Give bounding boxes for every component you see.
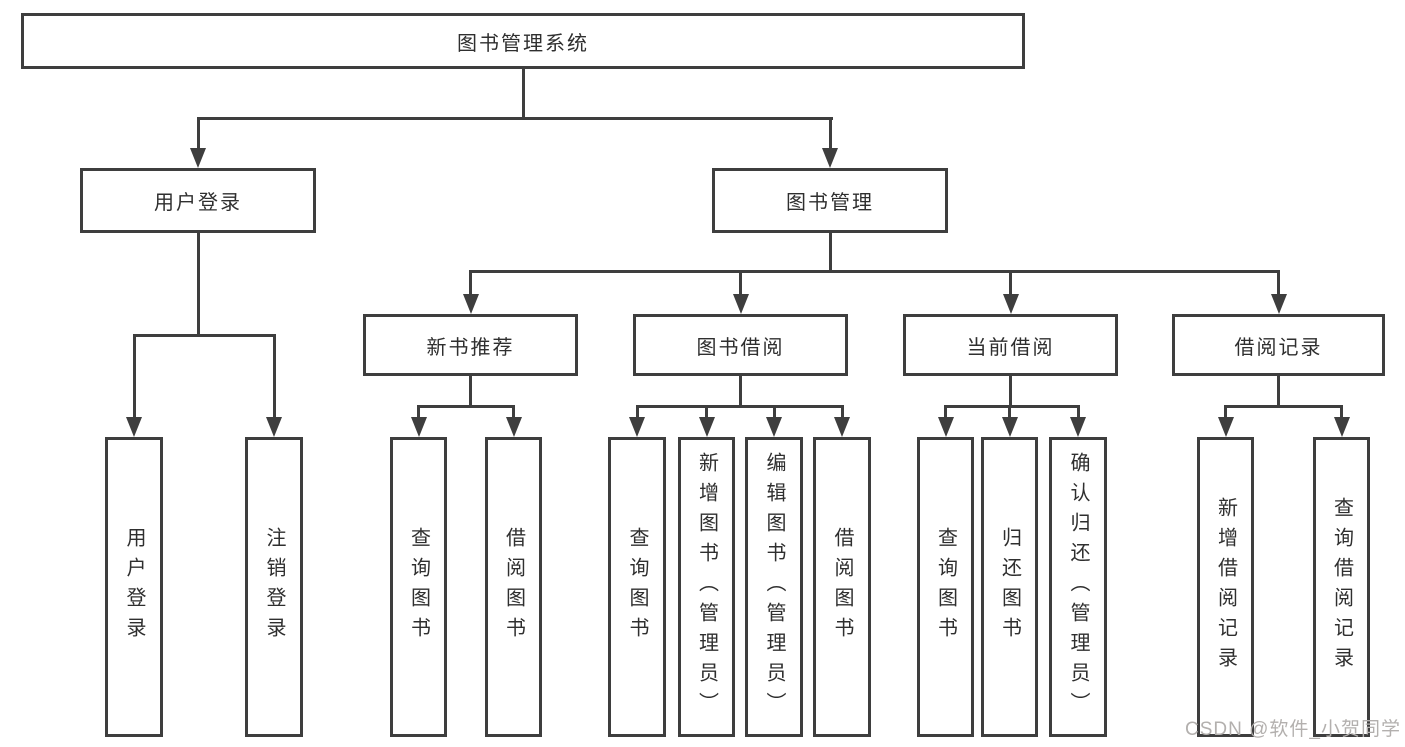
connector-stem-br-add <box>1224 405 1227 420</box>
connector-stem-cb-query <box>944 405 947 420</box>
node-current-borrow: 当前借阅 <box>903 314 1118 376</box>
node-library-management-system: 图书管理系统 <box>21 13 1025 69</box>
arrow-down-icon <box>1002 294 1019 314</box>
connector-stem-bb-borrow <box>840 405 844 420</box>
connector-stem-nbr-borrow <box>512 405 515 420</box>
connector-stem-cb-confirm <box>1076 405 1080 420</box>
arrow-down-icon <box>1001 417 1018 437</box>
connector-nbr-vline <box>469 376 472 407</box>
connector-stem-book-management <box>828 117 832 151</box>
node-new-book-recommend: 新书推荐 <box>363 314 578 376</box>
connector-book-management-hline <box>469 270 1280 273</box>
arrow-down-icon <box>629 417 645 437</box>
node-bb-edit-books-admin: 编辑图书（管理员） <box>745 437 803 737</box>
arrow-down-icon <box>1217 417 1234 437</box>
connector-root-vline <box>521 69 525 120</box>
arrow-down-icon <box>822 148 838 168</box>
node-book-management: 图书管理 <box>712 168 948 233</box>
node-cb-query-books: 查询图书 <box>917 437 974 737</box>
connector-stem-book-borrow <box>739 270 742 297</box>
arrow-down-icon <box>766 417 782 437</box>
arrow-down-icon <box>462 294 479 314</box>
node-br-add-record: 新增借阅记录 <box>1197 437 1254 737</box>
connector-nbr-hline <box>417 405 515 408</box>
connector-stem-bb-add <box>705 405 708 420</box>
connector-cb-hline <box>944 405 1080 408</box>
arrow-down-icon <box>126 417 142 437</box>
arrow-down-icon <box>732 294 749 314</box>
node-borrow-records: 借阅记录 <box>1172 314 1385 376</box>
arrow-down-icon <box>505 417 522 437</box>
arrow-down-icon <box>410 417 427 437</box>
node-nbr-borrow-books: 借阅图书 <box>485 437 542 737</box>
node-bb-borrow-books: 借阅图书 <box>813 437 871 737</box>
node-cb-return-books: 归还图书 <box>981 437 1038 737</box>
connector-br-hline <box>1224 405 1343 408</box>
connector-user-login-vline <box>196 233 200 336</box>
connector-stem-bb-query <box>635 405 639 420</box>
arrow-down-icon <box>1270 294 1287 314</box>
arrow-down-icon <box>834 417 850 437</box>
node-cb-confirm-return-admin: 确认归还（管理员） <box>1049 437 1107 737</box>
connector-root-hline <box>196 117 833 120</box>
node-bb-query-books: 查询图书 <box>608 437 666 737</box>
connector-book-management-vline <box>828 233 832 272</box>
connector-stem-br-query <box>1340 405 1343 420</box>
node-leaf-logout: 注销登录 <box>245 437 303 737</box>
connector-stem-leaf-user-login <box>132 334 136 420</box>
node-user-login: 用户登录 <box>80 168 316 233</box>
connector-stem-borrow-records <box>1277 270 1280 297</box>
connector-cb-vline <box>1009 376 1012 407</box>
connector-stem-cb-return <box>1008 405 1011 420</box>
connector-user-login-hline <box>132 334 276 337</box>
arrow-down-icon <box>698 417 715 437</box>
node-nbr-query-books: 查询图书 <box>390 437 447 737</box>
arrow-down-icon <box>190 148 206 168</box>
arrow-down-icon <box>1333 417 1350 437</box>
arrow-down-icon <box>266 417 282 437</box>
csdn-watermark: CSDN @软件_小贺同学 <box>1185 719 1401 740</box>
connector-stem-leaf-logout <box>272 334 276 420</box>
arrow-down-icon <box>1070 417 1086 437</box>
arrow-down-icon <box>937 417 954 437</box>
node-book-borrow: 图书借阅 <box>633 314 848 376</box>
node-leaf-user-login: 用户登录 <box>105 437 163 737</box>
node-br-query-record: 查询借阅记录 <box>1313 437 1370 737</box>
connector-br-vline <box>1277 376 1280 407</box>
connector-stem-bb-edit <box>772 405 776 420</box>
connector-stem-user-login <box>196 117 200 151</box>
node-bb-add-books-admin: 新增图书（管理员） <box>678 437 735 737</box>
connector-stem-current-borrow <box>1009 270 1012 297</box>
connector-bb-hline <box>635 405 844 408</box>
connector-bb-vline <box>739 376 742 407</box>
connector-stem-new-book-recommend <box>469 270 472 297</box>
connector-stem-nbr-query <box>417 405 420 420</box>
